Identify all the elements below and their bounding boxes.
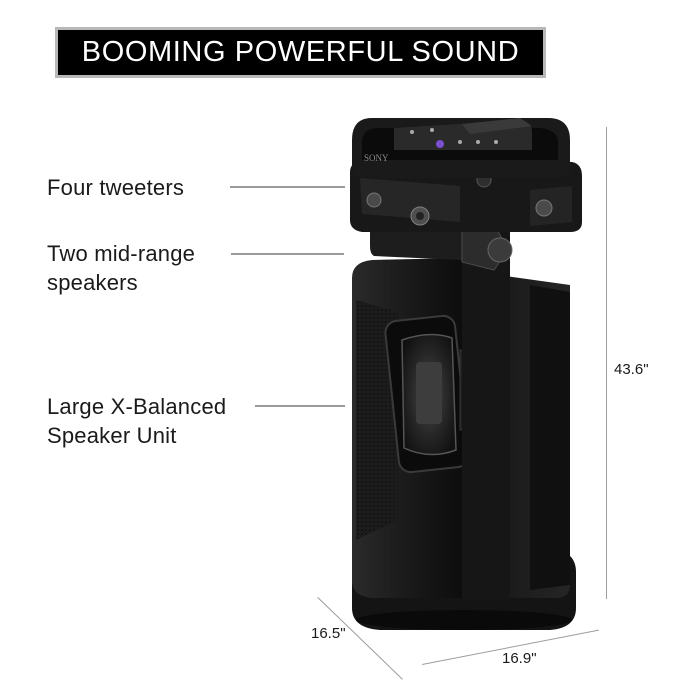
- callout-mid-range-line2: speakers: [47, 270, 138, 295]
- callout-mid-range-line1: Two mid-range: [47, 241, 196, 266]
- depth-dimension-label: 16.5": [311, 625, 346, 642]
- callout-four-tweeters: Four tweeters: [47, 173, 184, 202]
- sony-logo: SONY: [364, 153, 389, 163]
- callout-four-tweeters-label: Four tweeters: [47, 175, 185, 200]
- title-banner: BOOMING POWERFUL SOUND: [55, 27, 546, 78]
- height-dimension-line: [606, 127, 607, 599]
- tweeter-3: [535, 199, 553, 217]
- leader-line-x-balanced: [255, 405, 345, 407]
- callout-mid-range: Two mid-range speakers: [47, 239, 195, 297]
- title-text: BOOMING POWERFUL SOUND: [81, 36, 520, 68]
- callout-x-balanced-line1: Large X-Balanced: [47, 394, 227, 419]
- width-dimension-label: 16.9": [502, 650, 537, 667]
- leader-line-mid-range: [231, 253, 344, 255]
- power-led: [436, 140, 444, 148]
- callout-x-balanced: Large X-Balanced Speaker Unit: [47, 392, 226, 450]
- height-dimension-label: 43.6": [614, 361, 649, 378]
- callout-x-balanced-line2: Speaker Unit: [47, 423, 177, 448]
- tweeter-1: [366, 192, 382, 208]
- leader-line-tweeters: [230, 186, 345, 188]
